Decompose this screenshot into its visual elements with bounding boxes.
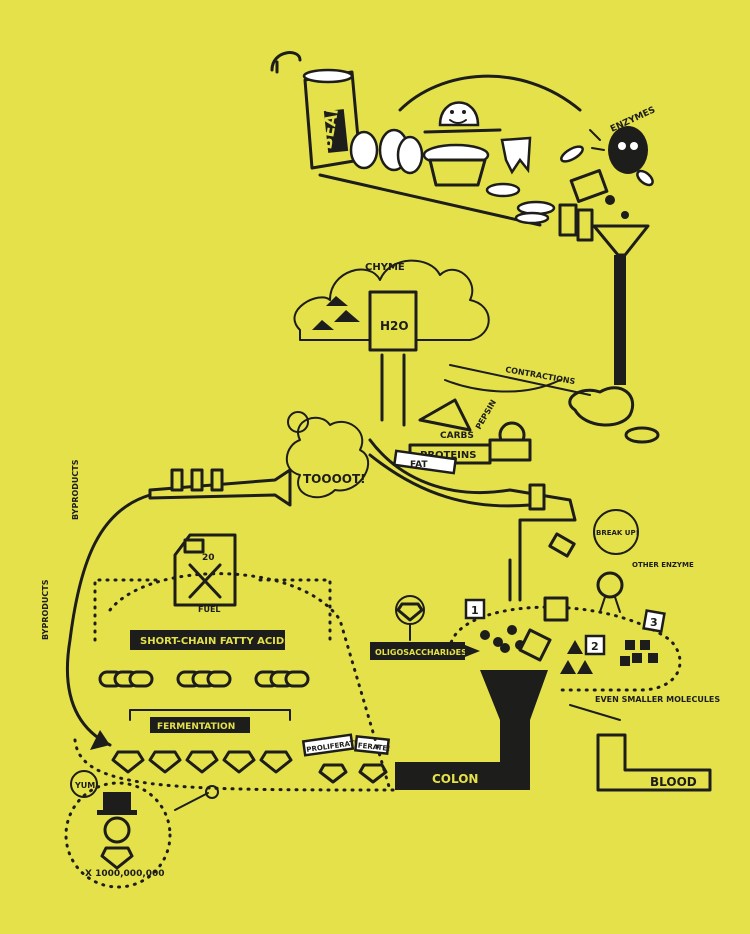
tooth: [500, 136, 532, 175]
other-enzyme-label: OTHER ENZYME: [632, 561, 694, 569]
chyme-cloud: CHYME H2O: [293, 259, 490, 352]
wealth-label: X 1000,000,000: [85, 869, 165, 879]
fuel-can: 20 FUEL: [173, 533, 237, 614]
contractions-label: CONTRACTIONS: [505, 365, 576, 386]
oligosaccharides: OLIGOSACCHARIDES: [370, 595, 480, 660]
beans-group: [349, 128, 424, 175]
proteins-label: PROTEINS: [420, 450, 476, 461]
plate-line: [318, 173, 542, 227]
chain-links: [98, 670, 310, 688]
fat-label: FAT: [410, 460, 428, 470]
oligosaccharides-label: OLIGOSACCHARIDES: [375, 648, 467, 657]
bacteria-row: [111, 750, 293, 774]
esophagus-funnel: [568, 224, 660, 444]
blood-label: BLOOD: [650, 775, 697, 789]
byproducts: BYPRODUCTS BYPRODUCTS: [41, 459, 80, 640]
toot-label: TOOOOT!: [303, 472, 366, 486]
proliferate-signs: PROLIFERATE! FERATE!: [301, 733, 391, 784]
toot-bubble: TOOOOT!: [285, 411, 370, 499]
bean-character: [422, 101, 502, 187]
h2o-label: H2O: [380, 319, 409, 333]
smaller-molecules-label: EVEN SMALLER MOLECULES: [595, 695, 720, 704]
rich-bacterium: YUM! X 1000,000,000: [64, 770, 219, 889]
break-up-label: BREAK UP!: [596, 529, 639, 537]
arc-top: [398, 74, 582, 112]
fermentation: FERMENTATION: [129, 709, 291, 733]
blood-vessel: BLOOD: [596, 733, 712, 792]
chyme-label: CHYME: [365, 262, 405, 273]
stomach-conveyor: CARBS PROTEINS FAT PEPSIN: [368, 398, 577, 602]
fatty-acids-box: SHORT-CHAIN FATTY ACIDS: [93, 578, 332, 650]
carbs-label: CARBS: [440, 431, 474, 441]
other-enzyme: BREAK UP! OTHER ENZYME: [548, 509, 694, 613]
chewed-pieces: [485, 182, 556, 225]
short-chain-label: SHORT-CHAIN FATTY ACIDS: [140, 636, 291, 647]
byproducts-label-top: BYPRODUCTS: [71, 459, 80, 520]
step-1-label: 1: [471, 604, 479, 617]
colon-label: COLON: [432, 772, 478, 786]
byproducts-label-bottom: BYPRODUCTS: [41, 579, 50, 640]
step-3-label: 3: [650, 616, 658, 629]
dotted-loop-bottom: [73, 738, 397, 792]
step-2-label: 2: [591, 640, 599, 653]
fuel-number: 20: [202, 553, 215, 563]
proliferate-label-2: FERATE!: [357, 742, 390, 753]
breaking-blocks: [558, 145, 654, 242]
enzyme-character: ENZYMES: [589, 105, 657, 174]
trumpet: [65, 468, 292, 750]
yum-label: YUM!: [74, 781, 99, 790]
fuel-label: FUEL: [198, 605, 221, 614]
pepsin-label: PEPSIN: [474, 398, 498, 431]
step-labels: 1 2 3: [464, 598, 666, 656]
beans-can: BEANS: [270, 51, 362, 170]
colon: COLON: [395, 670, 548, 790]
smaller-molecules-arrow: [569, 704, 621, 721]
fermentation-label: FERMENTATION: [157, 722, 235, 732]
intestine-area: [448, 596, 682, 692]
